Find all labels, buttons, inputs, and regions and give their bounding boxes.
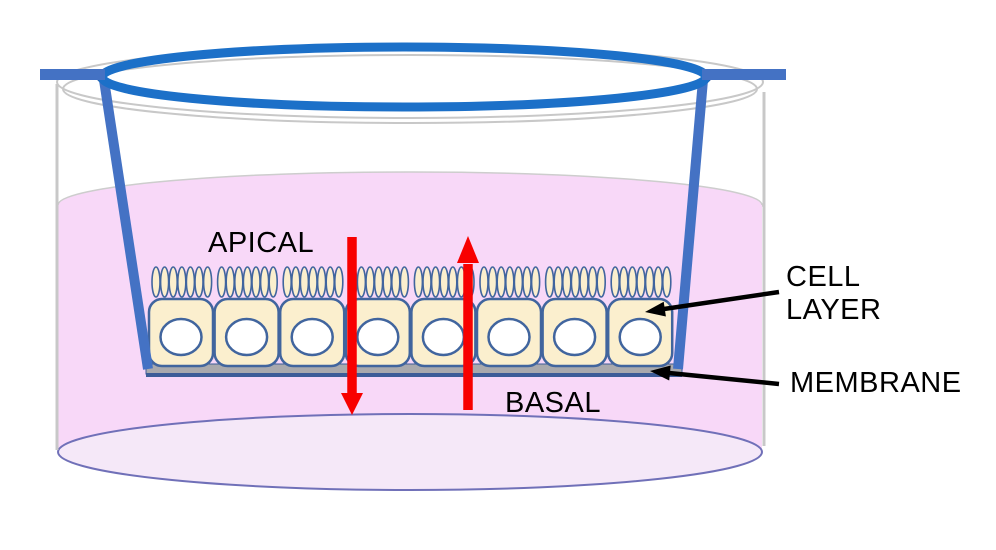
microvillus bbox=[618, 266, 629, 298]
microvillus bbox=[251, 266, 261, 298]
microvillus bbox=[530, 266, 541, 298]
microvillus bbox=[299, 266, 310, 298]
microvillus bbox=[636, 266, 646, 298]
microvillus bbox=[504, 266, 515, 298]
microvillus bbox=[259, 266, 270, 298]
microvillus bbox=[333, 266, 344, 298]
microvillus bbox=[627, 266, 638, 298]
microvillus bbox=[553, 266, 564, 298]
microvillus bbox=[185, 266, 196, 298]
microvillus bbox=[399, 266, 410, 298]
microvillus bbox=[168, 266, 178, 298]
microvillus bbox=[194, 266, 204, 298]
microvillus bbox=[644, 266, 655, 298]
microvillus bbox=[661, 266, 672, 298]
microvillus bbox=[234, 266, 244, 298]
microvillus bbox=[561, 266, 572, 298]
microvillus bbox=[413, 266, 424, 298]
basal-to-apical-arrow bbox=[457, 236, 479, 410]
microvillus bbox=[579, 266, 589, 298]
microvillus bbox=[216, 266, 227, 298]
apical-to-basal-arrow bbox=[341, 237, 363, 415]
microvillus bbox=[308, 266, 318, 298]
cell-nucleus bbox=[552, 317, 597, 357]
microvillus bbox=[268, 266, 279, 298]
microvillus bbox=[282, 266, 293, 298]
insert-wall-left bbox=[99, 79, 153, 370]
well-bottom bbox=[57, 413, 763, 491]
microvillus bbox=[610, 266, 621, 298]
microvillus bbox=[177, 266, 187, 298]
cell-nucleus bbox=[290, 317, 334, 357]
microvillus bbox=[596, 266, 607, 298]
cell-layer-pointer-arrow bbox=[645, 289, 780, 317]
microvillus bbox=[382, 266, 393, 298]
microvillus bbox=[225, 266, 235, 298]
microvillus bbox=[290, 266, 301, 298]
microvillus bbox=[496, 266, 507, 298]
apical-label: APICAL bbox=[208, 227, 315, 259]
microvillus bbox=[544, 266, 555, 298]
microvillus bbox=[430, 266, 441, 298]
microvillus bbox=[159, 266, 170, 298]
microvillus bbox=[242, 266, 253, 298]
cell-layer-label: CELL LAYER bbox=[786, 261, 882, 326]
microvillus bbox=[356, 266, 367, 298]
microvillus bbox=[479, 266, 489, 298]
microvillus bbox=[422, 266, 432, 298]
cell-nucleus bbox=[224, 317, 269, 357]
microvillus bbox=[390, 266, 401, 298]
membrane-label: MEMBRANE bbox=[790, 367, 962, 399]
membrane-pointer-arrow bbox=[650, 365, 780, 387]
cell-layer-group bbox=[147, 266, 674, 368]
membrane-bottom-edge bbox=[146, 373, 682, 377]
microvillus bbox=[487, 266, 498, 298]
cell-nucleus bbox=[421, 317, 466, 357]
cell-nucleus bbox=[356, 317, 400, 357]
basal-label: BASAL bbox=[505, 387, 601, 419]
microvillus bbox=[522, 266, 532, 298]
insert-hanger-tab-right bbox=[702, 69, 786, 80]
insert-hanger-tab-left bbox=[40, 69, 105, 80]
insert-wall-right bbox=[673, 79, 708, 370]
microvillus bbox=[316, 266, 327, 298]
microvillus bbox=[439, 266, 450, 298]
well-rim-inner bbox=[62, 54, 758, 124]
microvillus bbox=[365, 266, 375, 298]
microvillus bbox=[373, 266, 384, 298]
microvillus bbox=[202, 266, 213, 298]
cell-nucleus bbox=[618, 317, 662, 357]
microvillus bbox=[570, 266, 581, 298]
microvillus bbox=[587, 266, 598, 298]
microvillus bbox=[325, 266, 336, 298]
microvillus bbox=[447, 266, 458, 298]
microvillus bbox=[513, 266, 524, 298]
cell-nucleus bbox=[487, 317, 531, 357]
microvillus bbox=[653, 266, 664, 298]
microvillus bbox=[151, 266, 161, 298]
cell-nucleus bbox=[159, 317, 203, 357]
